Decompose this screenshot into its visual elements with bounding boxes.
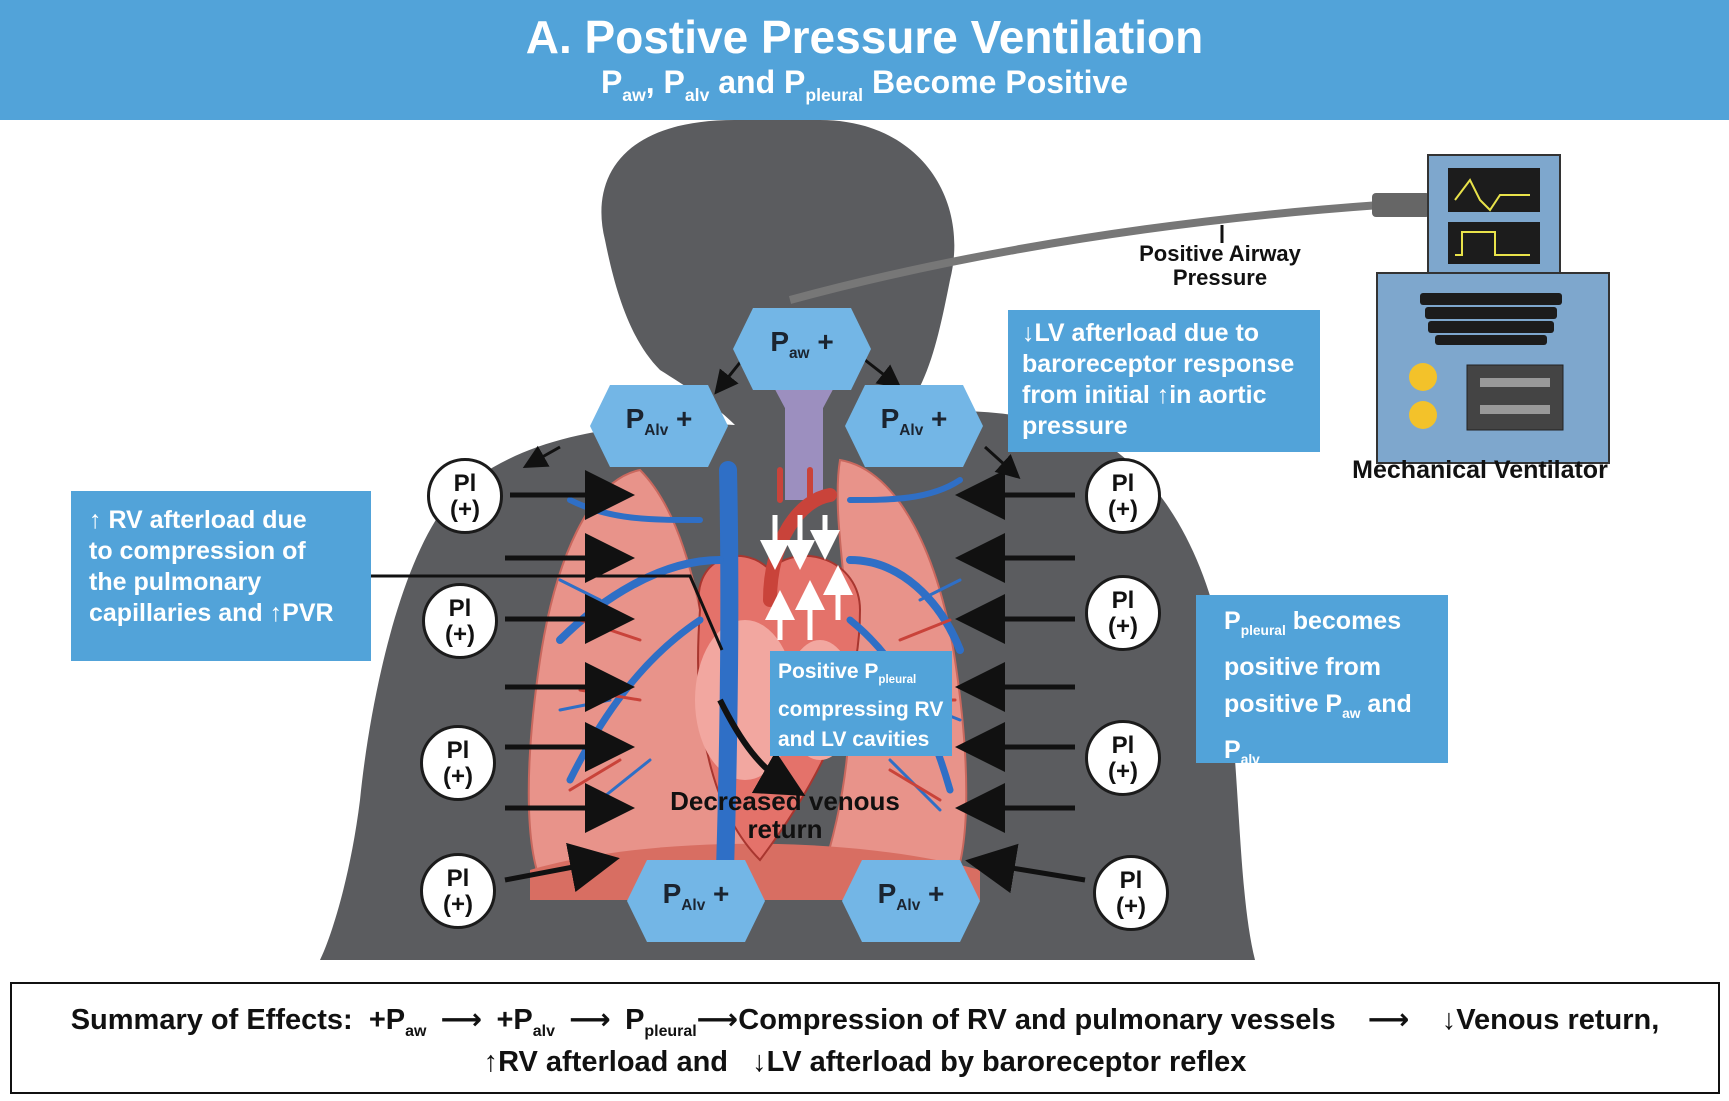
rv-callout-line [370,574,724,651]
right-arrow-icon: ⟶ [569,1004,611,1036]
pleural-marker-right-1: Pl(+) [1085,458,1161,534]
heart-compression-arrows [760,515,853,640]
figure-subtitle: Paw, Palv and Ppleural Become Positive [600,64,1129,105]
pleural-marker-left-1: Pl(+) [427,458,503,534]
up-arrow-icon: ↑ [483,1046,499,1078]
right-arrow-icon: ⟶ [1367,1004,1410,1036]
summary-line-2: ↑RV afterload and ↓LV afterload by baror… [483,1046,1247,1078]
right-pressure-arrows [955,470,1086,894]
left-pressure-arrows [504,470,635,893]
up-arrow-icon: ↑ [89,506,102,534]
ventilator-base [1376,272,1610,464]
pleural-marker-left-2: Pl(+) [422,583,498,659]
pleural-positive-box: Ppleural becomes positive from positive … [1196,595,1448,768]
hexagon-paw: Paw + [733,308,871,390]
rv-afterload-box: ↑ RV afterload due to compression of the… [71,491,371,661]
up-arrow-icon: ↑ [1156,381,1170,409]
lv-afterload-box: ↓LV afterload due to baroreceptor respon… [1008,310,1320,452]
ventilator-label: Mechanical Ventilator [1352,456,1608,484]
hexagon-palv-upper-left: PAlv + [590,385,728,467]
pleural-marker-left-3: Pl(+) [420,725,496,801]
venous-return-label: Decreased venous return [670,786,900,844]
figure-title: A. Postive Pressure Ventilation [525,11,1204,63]
summary-line-1: Summary of Effects: +Paw ⟶ +Palv ⟶ Ppleu… [70,1004,1660,1041]
up-arrow-icon: ↑ [269,599,283,627]
right-arrow-icon: ⟶ [696,1004,739,1036]
header-banner: A. Postive Pressure Ventilation Paw, Pal… [0,0,1729,120]
venous-return-arrow [717,698,806,796]
down-arrow-icon: ↓ [752,1046,767,1078]
airway-pressure-label: Positive Airway Pressure [1139,241,1301,290]
down-arrow-icon: ↓ [1441,1004,1457,1036]
ventilator-tube [788,201,1381,304]
right-arrow-icon: ⟶ [440,1004,483,1036]
pleural-marker-right-2: Pl(+) [1085,575,1161,651]
tube-connector [1372,193,1430,217]
down-arrow-icon: ↓ [1022,319,1035,347]
pleural-marker-right-3: Pl(+) [1085,720,1161,796]
hexagon-palv-lower-left: PAlv + [627,860,765,942]
compression-box: Positive Ppleural compressing RV and LV … [770,651,952,756]
ventilator-monitor [1427,154,1561,274]
pleural-marker-left-4: Pl(+) [420,853,496,929]
hexagon-palv-upper-right: PAlv + [845,385,983,467]
distribution-arrows [522,358,1021,480]
pleural-marker-right-4: Pl(+) [1093,855,1169,931]
hexagon-palv-lower-right: PAlv + [842,860,980,942]
summary-box: Summary of Effects: +Paw ⟶ +Palv ⟶ Ppleu… [10,982,1720,1094]
